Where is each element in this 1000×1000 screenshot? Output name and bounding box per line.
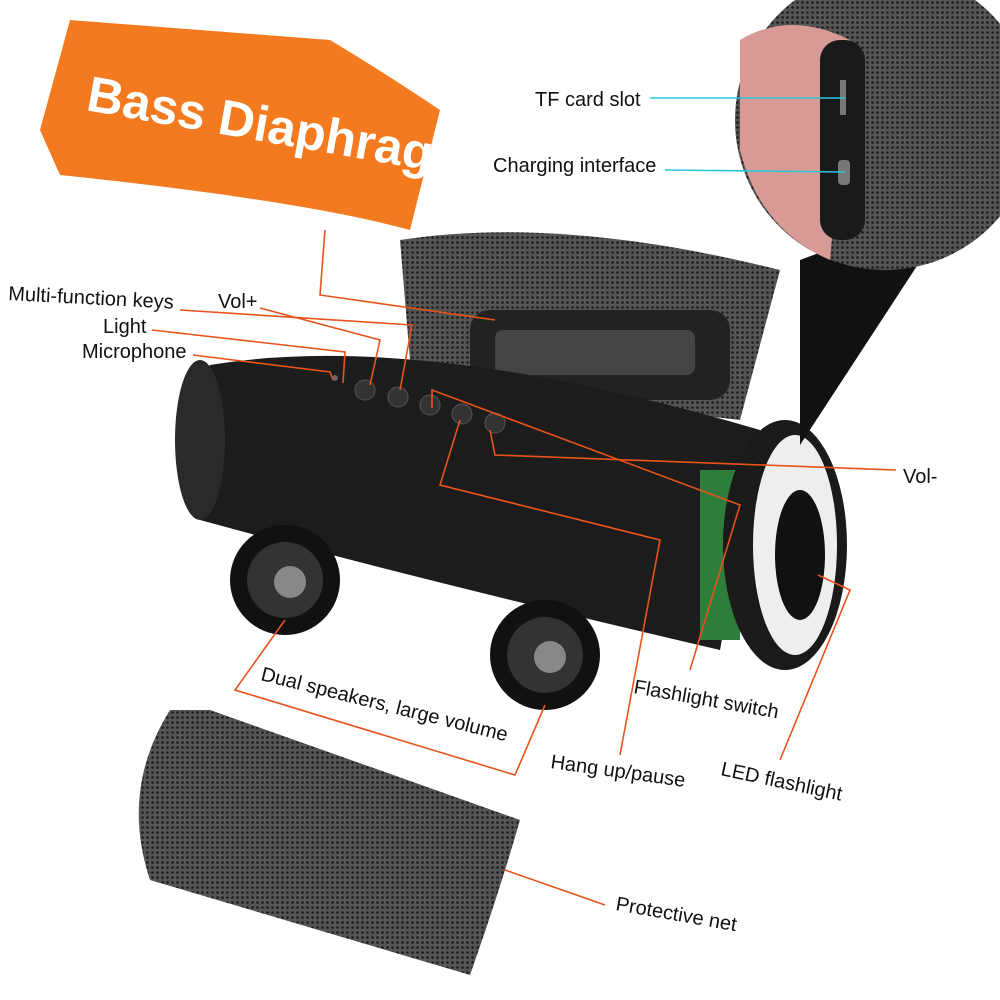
label-charging-interface: Charging interface [493, 155, 656, 177]
speaker-driver-right [490, 600, 600, 710]
port-inset [735, 0, 1000, 445]
label-light: Light [103, 316, 147, 338]
protective-net [138, 710, 520, 975]
vol-plus-key [387, 386, 409, 408]
label-microphone: Microphone [82, 341, 187, 363]
speaker-driver-left [230, 525, 340, 635]
label-multi-function-keys: Multi-function keys [8, 283, 175, 314]
multi-function-key [354, 379, 376, 401]
label-vol-minus: Vol- [903, 466, 937, 488]
label-flashlight-switch: Flashlight switch [632, 676, 780, 723]
label-vol-plus: Vol+ [218, 291, 257, 313]
hang-up-key [451, 403, 473, 425]
label-dual-speakers: Dual speakers, large volume [259, 664, 510, 747]
light-key [419, 394, 441, 416]
led-flashlight-cap [723, 420, 847, 670]
label-led-flashlight: LED flashlight [719, 758, 845, 805]
label-hang-up-pause: Hang up/pause [549, 751, 686, 792]
label-tf-card-slot: TF card slot [535, 89, 641, 111]
label-protective-net: Protective net [614, 893, 739, 936]
bass-diaphragm-banner: Bass Diaphragm [40, 20, 481, 230]
